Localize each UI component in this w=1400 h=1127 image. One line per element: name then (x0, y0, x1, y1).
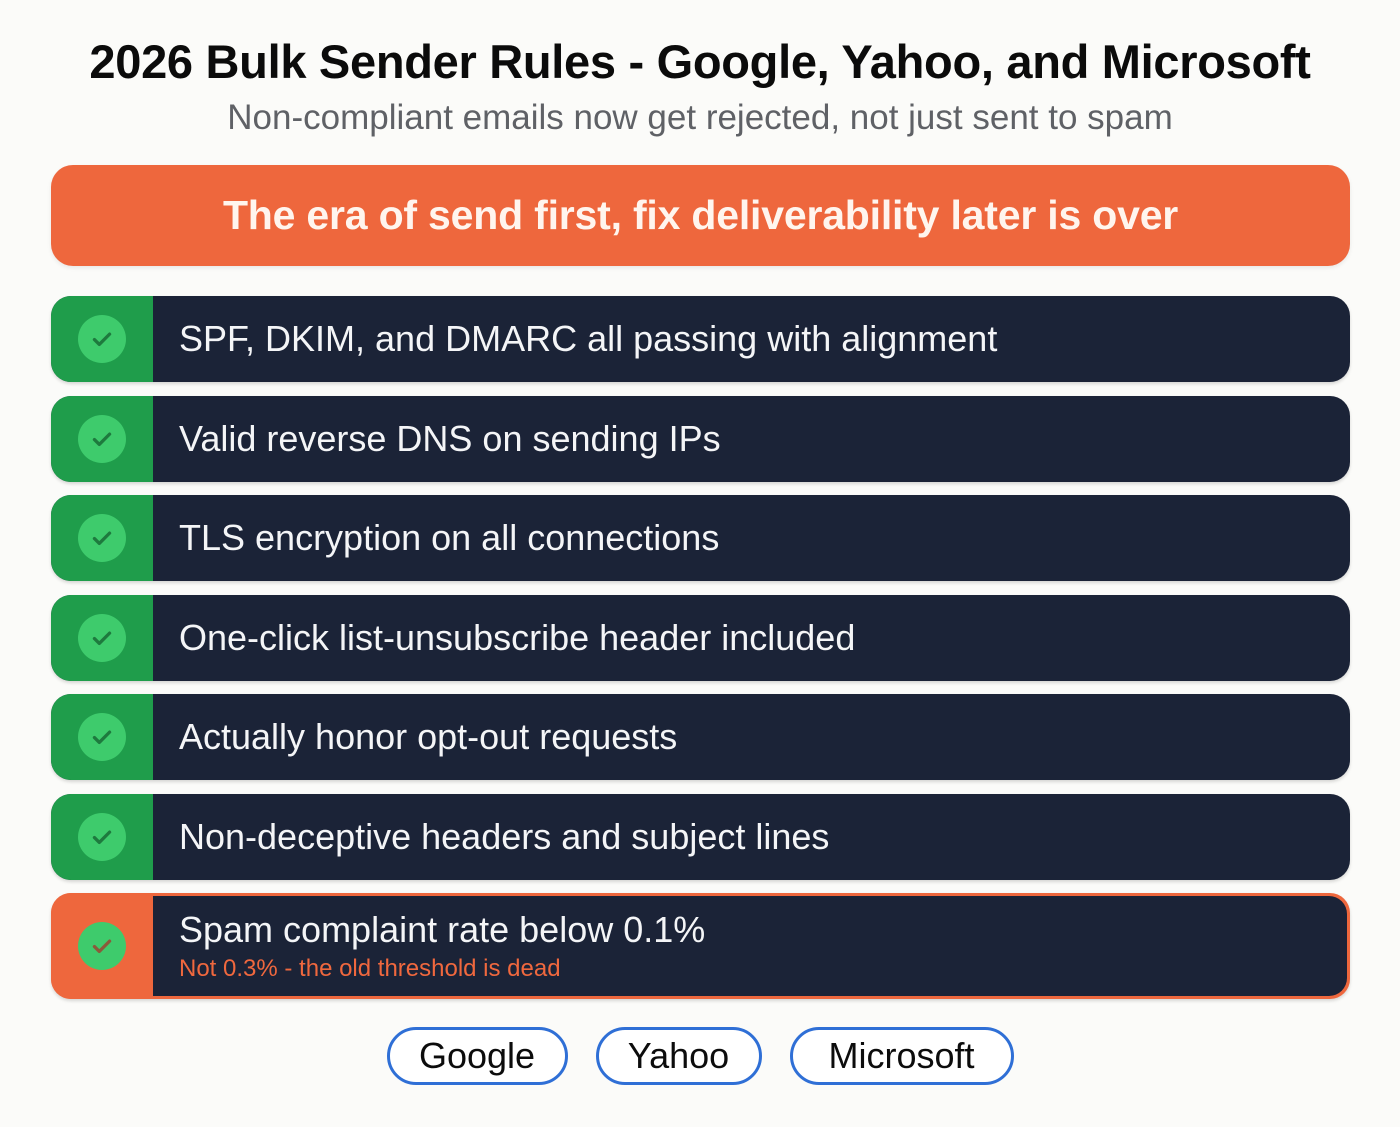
rule-item: SPF, DKIM, and DMARC all passing with al… (51, 296, 1350, 382)
rule-item: Valid reverse DNS on sending IPs (51, 396, 1350, 482)
provider-pill-google: Google (386, 1027, 568, 1085)
rule-label: TLS encryption on all connections (179, 517, 720, 558)
check-circle-icon (78, 614, 126, 662)
check-circle-icon (78, 922, 126, 970)
rule-label: One-click list-unsubscribe header includ… (179, 617, 856, 658)
rule-note: Not 0.3% - the old threshold is dead (179, 955, 561, 982)
rule-label: SPF, DKIM, and DMARC all passing with al… (179, 318, 998, 359)
provider-pill-microsoft: Microsoft (789, 1027, 1014, 1085)
check-circle-icon (78, 315, 126, 363)
rule-label: Actually honor opt-out requests (179, 716, 678, 757)
rule-item: One-click list-unsubscribe header includ… (51, 595, 1350, 681)
rule-label: Valid reverse DNS on sending IPs (179, 418, 721, 459)
rule-item: Non-deceptive headers and subject lines (51, 794, 1350, 880)
rule-item-highlight: Spam complaint rate below 0.1% Not 0.3% … (51, 893, 1350, 999)
rule-label: Non-deceptive headers and subject lines (179, 816, 830, 857)
check-circle-icon (78, 713, 126, 761)
headline-banner: The era of send first, fix deliverabilit… (51, 165, 1350, 266)
rule-item: Actually honor opt-out requests (51, 694, 1350, 780)
provider-pill-yahoo: Yahoo (595, 1027, 762, 1085)
banner-text: The era of send first, fix deliverabilit… (222, 192, 1179, 238)
page-subtitle: Non-compliant emails now get rejected, n… (227, 98, 1173, 137)
rule-item: TLS encryption on all connections (51, 495, 1350, 581)
page-title: 2026 Bulk Sender Rules - Google, Yahoo, … (89, 35, 1311, 88)
check-circle-icon (78, 514, 126, 562)
check-circle-icon (78, 415, 126, 463)
provider-list: Google Yahoo Microsoft (0, 1027, 1400, 1085)
check-circle-icon (78, 813, 126, 861)
rule-label: Spam complaint rate below 0.1% (179, 909, 706, 950)
